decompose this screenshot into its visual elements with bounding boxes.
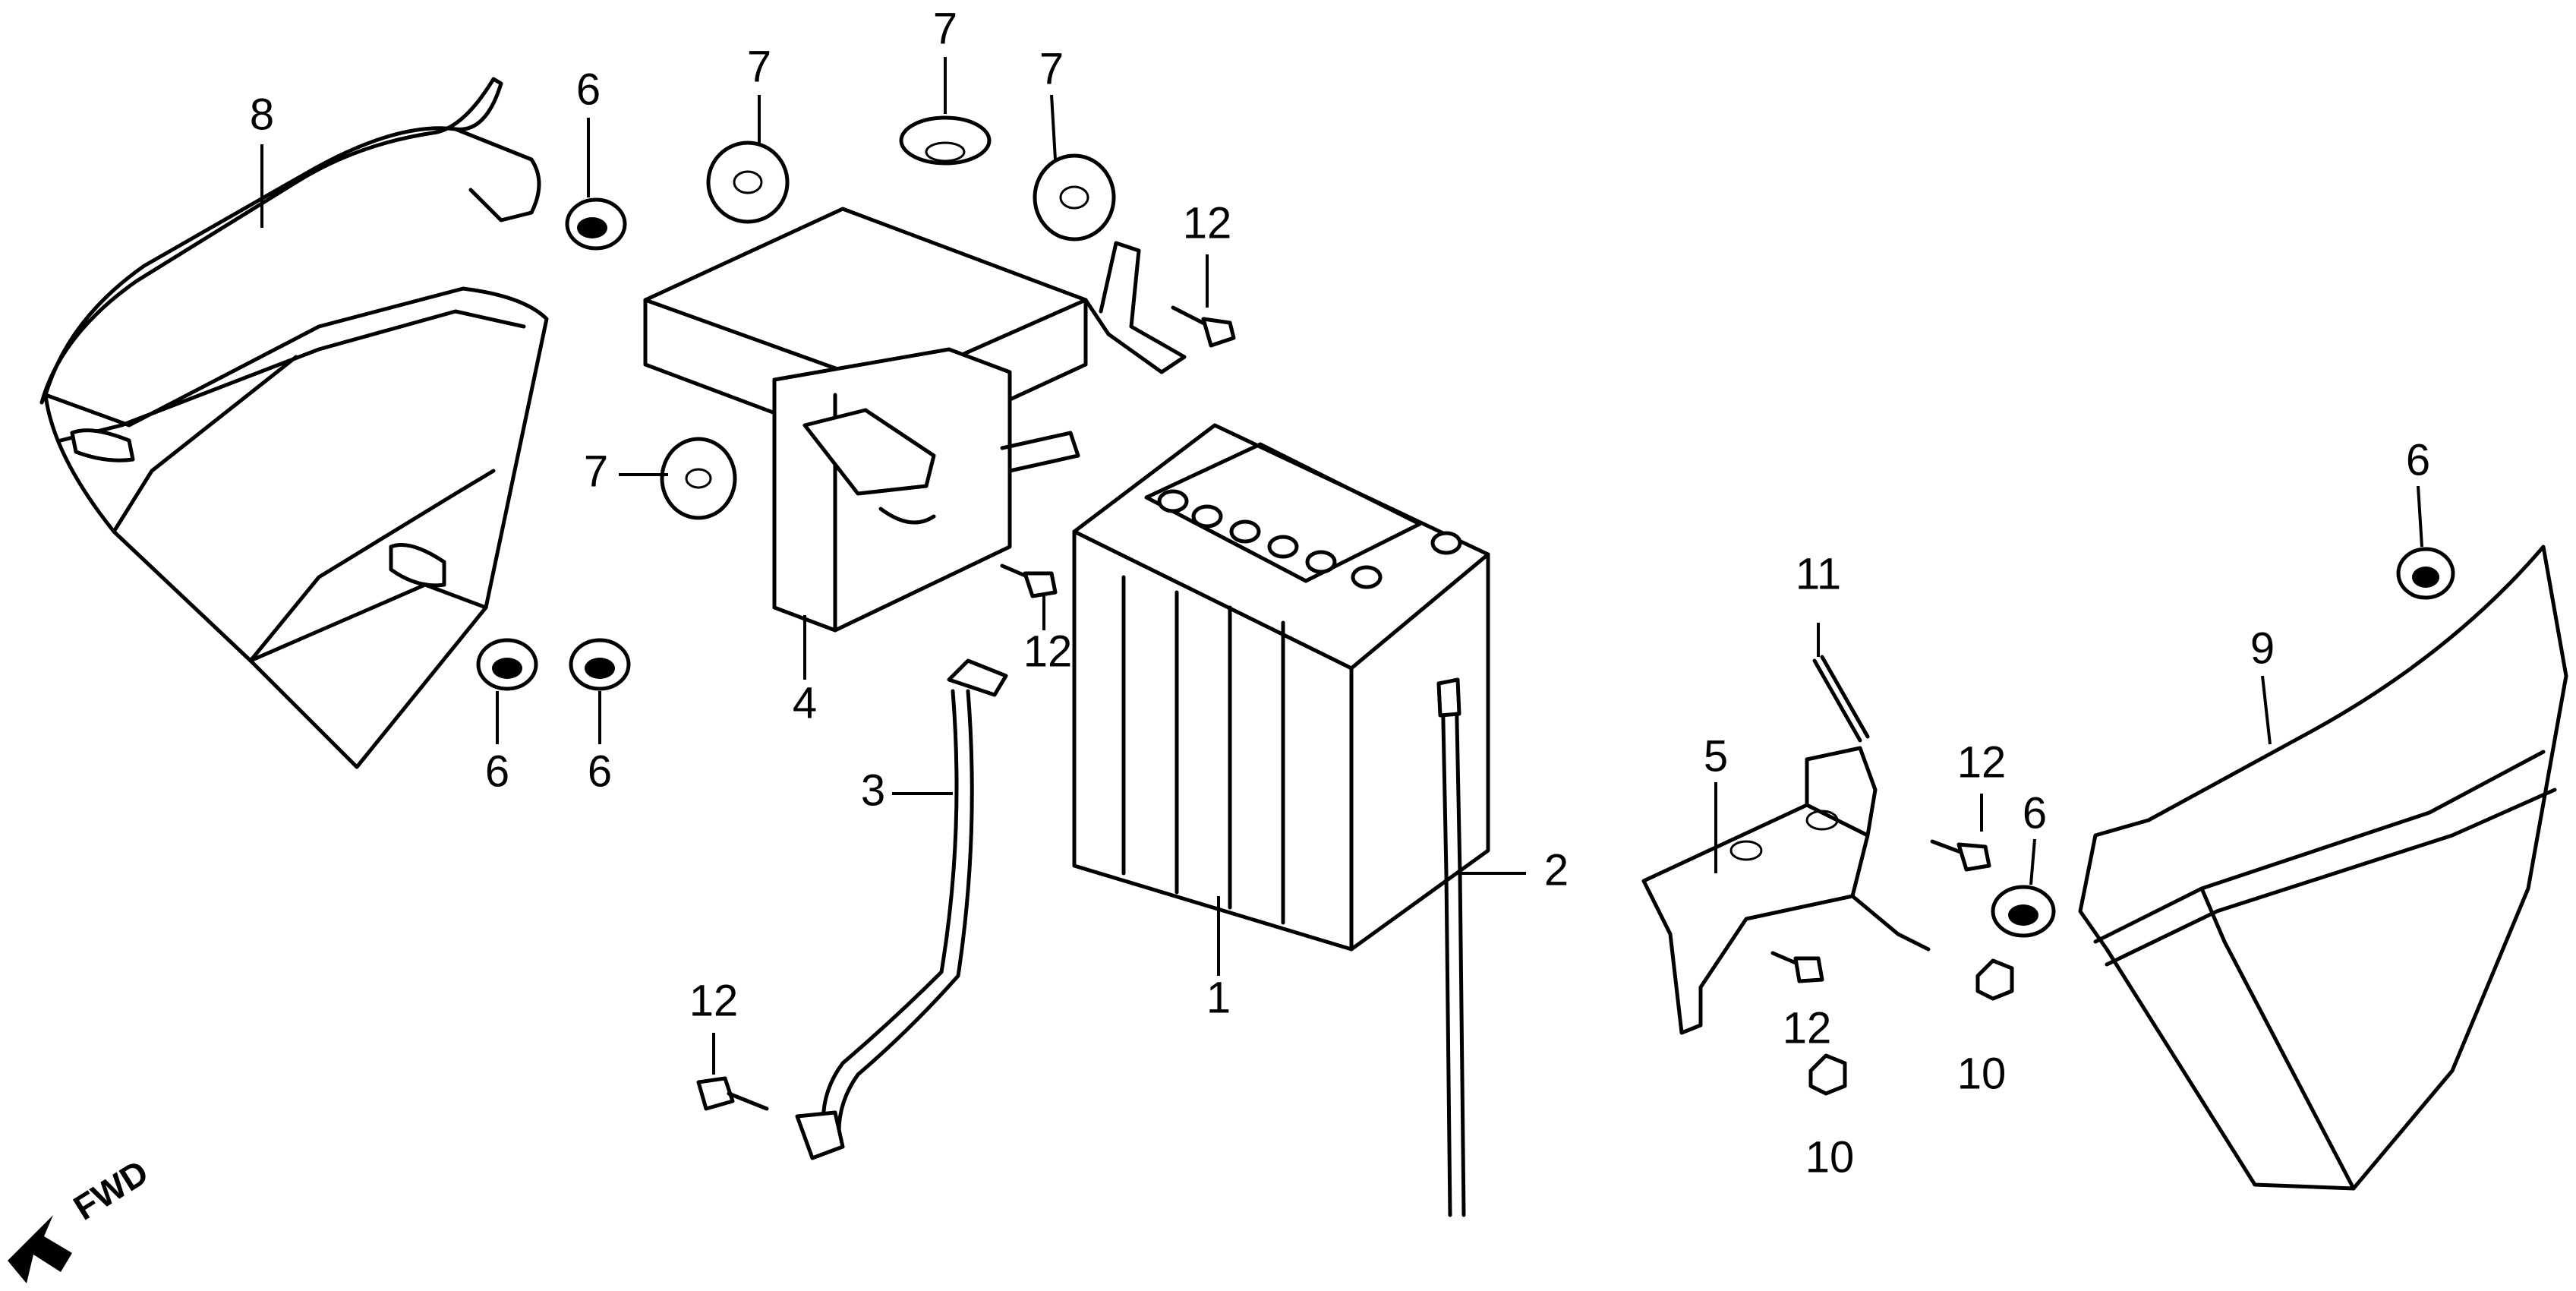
bolt-c <box>696 1076 769 1111</box>
fwd-arrow-icon <box>8 1215 72 1283</box>
cushion-c <box>1033 153 1116 241</box>
callout-9: 9 <box>2250 623 2275 673</box>
callout-12-b: 12 <box>1023 627 1073 676</box>
callout-7-d: 7 <box>584 447 608 496</box>
cushion-d <box>660 437 737 520</box>
callout-12-d: 12 <box>1957 737 2007 787</box>
grommet-d <box>1991 885 2056 938</box>
bolt-d <box>1930 839 1991 872</box>
callout-11: 11 <box>1796 549 1841 598</box>
nut-a <box>1975 958 2014 1001</box>
callout-1: 1 <box>1206 973 1231 1022</box>
bolt-a <box>1171 305 1236 348</box>
bolt-e <box>1770 951 1824 983</box>
left-side-cover <box>39 77 549 769</box>
callout-12-c: 12 <box>689 976 739 1025</box>
callout-6-a: 6 <box>576 65 601 114</box>
callout-12-a: 12 <box>1183 198 1232 248</box>
grommet-a <box>565 197 627 251</box>
callout-7-c: 7 <box>1039 44 1064 93</box>
fwd-label: FWD <box>67 1152 155 1228</box>
ground-cable <box>795 658 1008 1160</box>
grommet-e <box>2396 547 2455 600</box>
bolt-b <box>1000 563 1058 598</box>
callout-7-b: 7 <box>933 4 957 53</box>
callout-4: 4 <box>793 678 817 728</box>
pin <box>1812 655 1870 743</box>
callout-12-e: 12 <box>1783 1003 1832 1053</box>
callout-6-d: 6 <box>2023 788 2047 838</box>
callout-3: 3 <box>861 765 885 815</box>
grommet-c <box>569 638 631 691</box>
right-side-cover <box>2078 544 2568 1191</box>
nut-b <box>1808 1053 1847 1096</box>
callout-6-b: 6 <box>485 747 509 796</box>
battery-box <box>643 207 1187 633</box>
callout-10-a: 10 <box>1957 1049 2007 1098</box>
grommet-b <box>476 638 538 691</box>
callout-10-b: 10 <box>1805 1132 1855 1182</box>
cushion-b <box>899 115 992 166</box>
callout-6-e: 6 <box>2406 435 2430 485</box>
cushion-a <box>706 140 790 224</box>
callouts: 1 2 3 4 5 6 6 6 6 6 7 7 7 7 8 9 10 10 11… <box>250 4 2430 1182</box>
right-bracket <box>1641 746 1931 1035</box>
callout-6-c: 6 <box>588 747 612 796</box>
battery <box>1072 423 1490 952</box>
callout-2: 2 <box>1544 845 1569 895</box>
leader-lines <box>260 57 2423 1075</box>
callout-7-a: 7 <box>747 42 771 91</box>
callout-8: 8 <box>250 90 274 139</box>
breather-tube <box>1436 677 1466 1217</box>
callout-5: 5 <box>1704 731 1728 781</box>
